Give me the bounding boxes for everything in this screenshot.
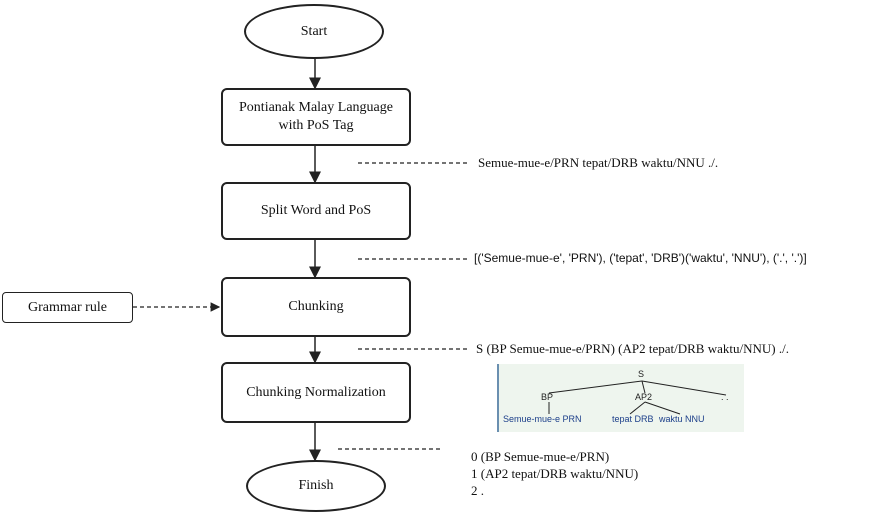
step-pos-tagged-input: Pontianak Malay Language with PoS Tag [221,88,411,146]
output-line: 1 (AP2 tepat/DRB waktu/NNU) [471,466,639,481]
tree-leaf-2: tepat DRB [612,414,654,424]
annotation-split-tuples: [('Semue-mue-e', 'PRN'), ('tepat', 'DRB'… [474,251,807,265]
output-line: 2 . [471,483,484,498]
step-split-word-pos: Split Word and PoS [221,182,411,240]
finish-node: Finish [246,460,386,512]
tree-node-s: S [638,369,645,379]
parse-tree-edges [548,380,727,415]
step-chunking-normalization: Chunking Normalization [221,362,411,423]
tree-node-ap2: AP2 [635,392,653,402]
parse-tree-image: S BP AP2 . . Semue-mue-e PRN tepat DRB w… [497,364,744,432]
tree-leaf-3: waktu NNU [659,414,705,424]
normalized-output: 0 (BP Semue-mue-e/PRN) 1 (AP2 tepat/DRB … [471,448,638,499]
annotation-tagged-sentence: Semue-mue-e/PRN tepat/DRB waktu/NNU ./. [478,155,719,170]
output-line: 0 (BP Semue-mue-e/PRN) [471,449,610,464]
start-node: Start [244,4,384,59]
tree-leaf-1: Semue-mue-e PRN [503,414,582,424]
grammar-rule-box: Grammar rule [2,292,133,323]
step-chunking: Chunking [221,277,411,337]
tree-node-dots: . . [721,392,729,402]
tree-node-bp: BP [541,392,554,402]
annotation-chunked-sentence: S (BP Semue-mue-e/PRN) (AP2 tepat/DRB wa… [476,341,789,356]
